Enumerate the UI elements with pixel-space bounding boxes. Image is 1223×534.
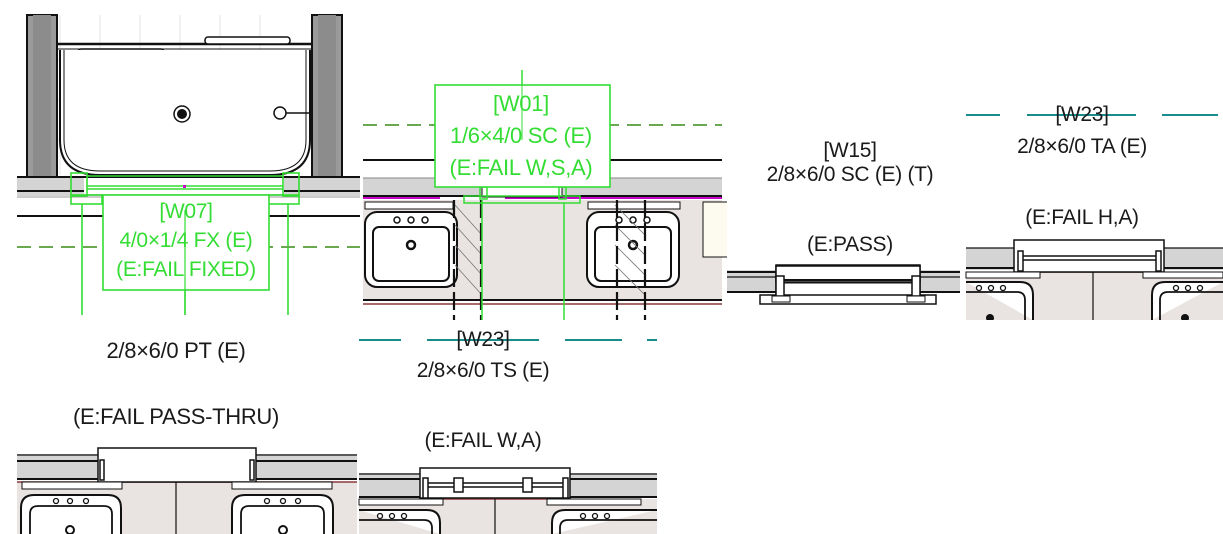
w15-floorplan: [727, 264, 960, 305]
cabinet: [702, 201, 730, 258]
window-tag-w23-ta: [W23]: [1055, 103, 1109, 126]
window-size-type-w07: 4/0×1/4 FX (E): [119, 229, 253, 252]
sink-right: [586, 211, 680, 288]
tub-ledge-right: [204, 36, 291, 45]
sink-left: [966, 281, 1034, 320]
panel-pt: 2/8×6/0 PT (E) (E:FAIL PASS-THRU): [0, 320, 357, 534]
w23-ts-floorplan: [358, 339, 657, 534]
window-tag-w01: [W01]: [493, 91, 549, 116]
tag-box-w07: [102, 194, 270, 291]
window-tag-w23-ts: [W23]: [456, 328, 510, 351]
egress-status-w01: (E:FAIL W,S,A): [449, 155, 593, 180]
window-size-type-w23-ta: 2/8×6/0 TA (E): [1017, 135, 1147, 158]
egress-status-pt: (E:FAIL PASS-THRU): [72, 404, 280, 429]
panel-w01: [W01] 1/6×4/0 SC (E) (E:FAIL W,S,A): [360, 70, 730, 320]
sink-left: [359, 509, 441, 534]
panel-w23-ts: [W23] 2/8×6/0 TS (E) (E:FAIL W,A): [357, 320, 660, 534]
window-symbol-w23-ta: [1013, 239, 1165, 273]
sink-right: [231, 494, 334, 534]
w01-floorplan: [363, 70, 730, 320]
w23-ta-floorplan: [965, 114, 1223, 320]
window-size-type-w01: 1/6×4/0 SC (E): [450, 123, 592, 148]
egress-status-w15: (E:PASS): [807, 233, 893, 256]
egress-status-w23-ts: (E:FAIL W,A): [424, 429, 542, 452]
egress-status-w23-ta: (E:FAIL H,A): [1025, 206, 1139, 229]
sink-right: [1151, 281, 1223, 320]
pt-floorplan: [17, 447, 357, 534]
panel-w07: [W07] 4/0×1/4 FX (E) (E:FAIL FIXED): [0, 0, 360, 320]
sink-left: [20, 494, 122, 534]
window-tag-w07: [W07]: [159, 200, 213, 223]
w07-floorplan: [17, 14, 360, 315]
panel-w15: [W15] 2/8×6/0 SC (E) (T) (E:PASS): [727, 100, 960, 320]
window-size-type-w23-ts: 2/8×6/0 TS (E): [416, 359, 550, 382]
sink-left: [364, 211, 458, 288]
panel-w23-ta: [W23] 2/8×6/0 TA (E) (E:FAIL H,A): [960, 90, 1223, 320]
hatched-column: [454, 204, 646, 296]
window-size-type-pt: 2/8×6/0 PT (E): [106, 338, 246, 363]
pass-thru-opening: [97, 447, 257, 483]
sink-right: [551, 509, 657, 534]
window-symbol-w15: [759, 264, 937, 305]
window-tag-w15: [W15]: [823, 139, 877, 162]
egress-status-w07: (E:FAIL FIXED): [116, 258, 256, 281]
faucet-icon: [273, 106, 287, 120]
window-symbol-w23-ts: [419, 467, 571, 499]
window-size-type-w15: 2/8×6/0 SC (E) (T): [766, 163, 934, 186]
